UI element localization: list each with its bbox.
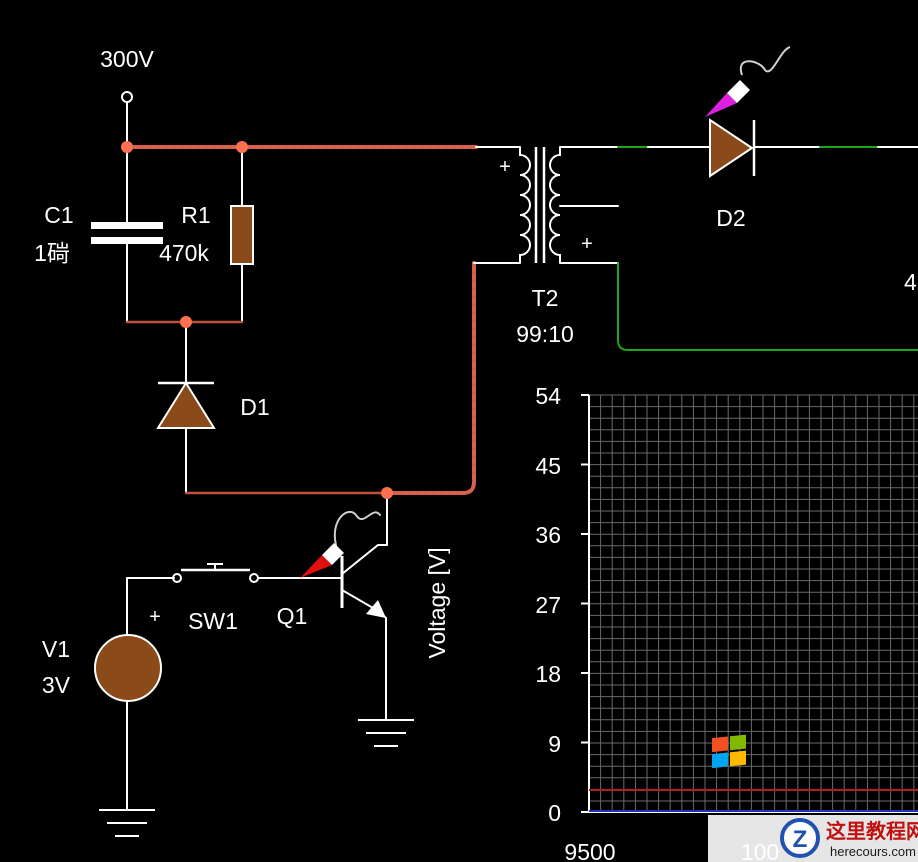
- t2-name-label: T2: [532, 285, 559, 311]
- y-tick-label: 45: [535, 453, 561, 479]
- watermark-title: 这里教程网: [826, 819, 918, 843]
- r1-body: [230, 205, 254, 265]
- t2-primary-polarity: +: [499, 156, 511, 178]
- diode-d1[interactable]: D1: [156, 381, 270, 429]
- voltage-probe-d2[interactable]: [705, 46, 791, 117]
- graph-grid: [581, 394, 918, 813]
- graph-y-axis-label: Voltage [V]: [424, 547, 450, 658]
- v1-name-label: V1: [42, 636, 70, 662]
- junction-dot[interactable]: [236, 141, 248, 153]
- r1-name-label: R1: [181, 202, 210, 228]
- c1-name-label: C1: [44, 202, 73, 228]
- t2-primary-coil: [519, 147, 531, 263]
- probe-q1-handle: [322, 543, 344, 565]
- junction-dot[interactable]: [180, 316, 192, 328]
- y-tick-label: 36: [535, 522, 561, 548]
- transformer-t2[interactable]: [519, 147, 561, 263]
- diode-d2[interactable]: D2: [709, 118, 756, 231]
- d1-name-label: D1: [240, 394, 269, 420]
- v1-value-label: 3V: [42, 672, 71, 698]
- watermark-logo-icon: [780, 818, 820, 858]
- q1-probe-lead: [333, 510, 381, 546]
- t2-secondary-polarity: +: [581, 233, 593, 255]
- voltage-graph[interactable]: 54 45 36 27 18 9 0 Voltage [V] 9500 100: [424, 383, 918, 862]
- graph-y-ticks: 54 45 36 27 18 9 0: [535, 383, 561, 826]
- q1-emitter-arrow-icon: [366, 600, 386, 618]
- sw1-right-contact: [249, 573, 259, 583]
- ground-v1-icon[interactable]: [99, 809, 155, 837]
- t2-ratio-label: 99:10: [516, 321, 574, 347]
- watermark-logo-glyph: Z: [793, 826, 808, 853]
- probe-d2-handle: [727, 80, 750, 103]
- v1-body: [94, 634, 162, 702]
- q1-collector-leg: [341, 544, 387, 575]
- sw1-polarity: +: [149, 606, 161, 628]
- c1-plate-top: [91, 222, 163, 229]
- y-tick-label: 9: [548, 731, 561, 757]
- voltage-source-v1[interactable]: V1 3V: [42, 634, 162, 702]
- d1-body: [156, 381, 216, 429]
- sw1-left-contact: [172, 573, 182, 583]
- secondary-return-wire[interactable]: [617, 262, 918, 351]
- probe-d2-tip-icon: [705, 93, 737, 117]
- windows-logo-icon: [712, 734, 746, 769]
- c1-value-label: 1碋: [34, 240, 70, 266]
- wires: [125, 102, 918, 811]
- junction-dot[interactable]: [121, 141, 133, 153]
- q1-name-label: Q1: [277, 603, 308, 629]
- resistor-r1[interactable]: R1 470k: [159, 202, 254, 266]
- watermark-url: herecours.com: [830, 844, 916, 859]
- ground-q1-icon[interactable]: [358, 719, 414, 747]
- supply-terminal[interactable]: 300V: [100, 46, 155, 103]
- x-tick-label: 9500: [564, 839, 615, 862]
- primary-return-wire[interactable]: [385, 261, 476, 495]
- y-tick-label: 27: [535, 592, 561, 618]
- cut-off-label: 4: [904, 269, 917, 295]
- c1-plate-bottom: [91, 237, 163, 244]
- capacitor-c1[interactable]: C1 1碋: [34, 202, 163, 266]
- y-tick-label: 18: [535, 661, 561, 687]
- d2-body: [709, 118, 754, 178]
- supply-label: 300V: [100, 46, 154, 72]
- voltage-probe-q1[interactable]: [300, 543, 344, 578]
- r1-value-label: 470k: [159, 240, 209, 266]
- junction-dots: [121, 141, 393, 499]
- watermark: Z 这里教程网 herecours.com: [708, 734, 918, 862]
- y-tick-label: 54: [535, 383, 561, 409]
- junction-dot[interactable]: [381, 487, 393, 499]
- sw1-name-label: SW1: [188, 608, 238, 634]
- probe-d2-lead: [739, 46, 791, 76]
- t2-secondary-coil: [549, 147, 561, 263]
- y-tick-label: 0: [548, 800, 561, 826]
- d2-name-label: D2: [716, 205, 745, 231]
- supply-terminal-node[interactable]: [121, 91, 133, 103]
- probe-q1-tip-icon: [300, 555, 332, 578]
- switch-sw1[interactable]: [172, 563, 259, 583]
